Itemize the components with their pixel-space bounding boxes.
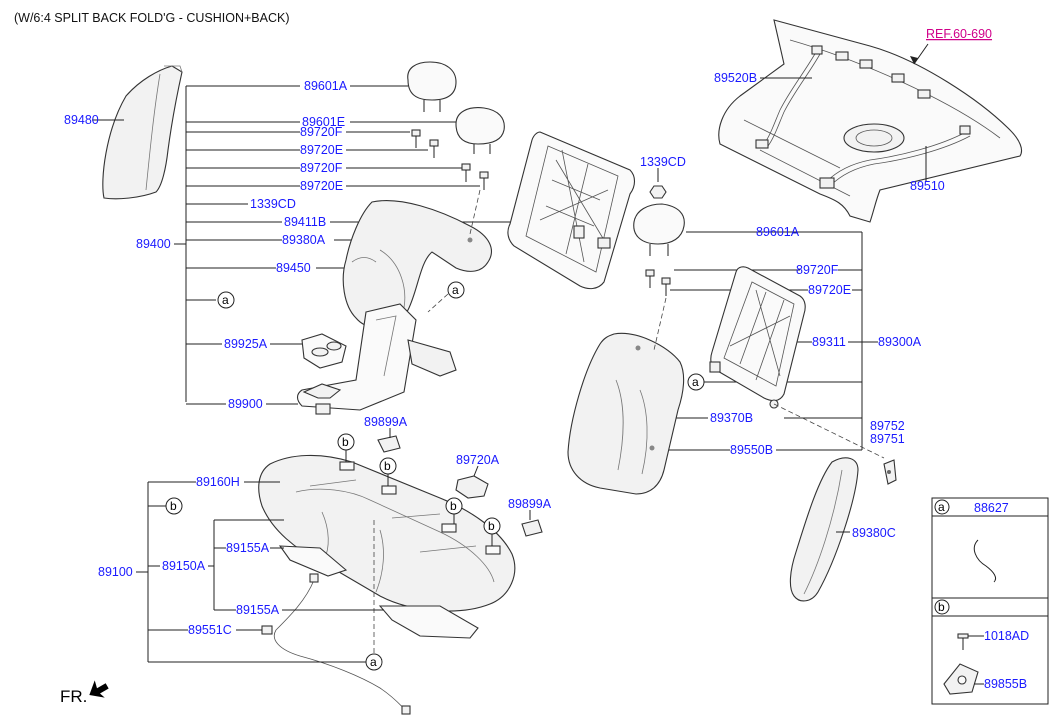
callout-89411b[interactable]: 89411B	[284, 215, 326, 229]
callout-89899a-2[interactable]: 89899A	[508, 497, 552, 511]
callout-89311[interactable]: 89311	[812, 335, 846, 349]
callout-89720f-1[interactable]: 89720F	[300, 125, 343, 139]
callout-89899a-1[interactable]: 89899A	[364, 415, 408, 429]
callout-89400[interactable]: 89400	[136, 237, 171, 251]
seatback-right-89370b	[567, 332, 685, 495]
cushion-pad-89155a-2	[378, 605, 479, 639]
callout-89155a-1[interactable]: 89155A	[226, 541, 270, 555]
callout-89720e-right[interactable]: 89720E	[808, 283, 851, 297]
callout-89752[interactable]: 89752	[870, 419, 905, 433]
callout-89720a[interactable]: 89720A	[456, 453, 500, 467]
callout-1339cd-left[interactable]: 1339CD	[250, 197, 296, 211]
guide-pins-left	[411, 129, 489, 190]
front-arrow-icon	[89, 680, 109, 698]
svg-text:b: b	[450, 499, 457, 513]
callout-89450[interactable]: 89450	[276, 261, 311, 275]
front-label: FR.	[60, 687, 87, 706]
svg-text:a: a	[692, 375, 699, 389]
ref-link[interactable]: REF.60-690	[910, 27, 992, 65]
wire-clip-88627	[973, 539, 997, 583]
seatback-frame-89311	[709, 266, 806, 409]
harness-89510	[819, 125, 971, 189]
callout-89601a-left[interactable]: 89601A	[304, 79, 348, 93]
callout-89601e[interactable]: 89601E	[302, 115, 345, 129]
armrest-89900	[296, 303, 457, 415]
svg-text:b: b	[170, 499, 177, 513]
callout-89720e-2[interactable]: 89720E	[300, 179, 343, 193]
callout-89751[interactable]: 89751	[870, 432, 905, 446]
callout-89510[interactable]: 89510	[910, 179, 945, 193]
callout-89925a[interactable]: 89925A	[224, 337, 268, 351]
callout-89900[interactable]: 89900	[228, 397, 263, 411]
svg-text:b: b	[384, 459, 391, 473]
callout-89100[interactable]: 89100	[98, 565, 133, 579]
callout-89720e-1[interactable]: 89720E	[300, 143, 343, 157]
legend-box: a 88627 b 1018AD 89855B	[931, 497, 1049, 705]
marker-a-left-seatback: a	[447, 281, 465, 299]
callout-89551c[interactable]: 89551C	[188, 623, 232, 637]
side-bolster-left	[102, 65, 183, 200]
marker-a-bottom: a	[365, 653, 383, 671]
cover-89855b	[943, 663, 979, 695]
bracket-89400	[174, 85, 300, 405]
harness-89520b	[755, 45, 823, 149]
side-bolster-89380c	[789, 457, 859, 602]
package-tray	[718, 19, 1023, 223]
nut-1339cd	[649, 185, 667, 199]
callout-89720f-right[interactable]: 89720F	[796, 263, 839, 277]
legend-89855b[interactable]: 89855B	[984, 677, 1027, 691]
legend-b-key: b	[938, 600, 945, 614]
cushion-89160h	[258, 454, 516, 612]
legend-1018ad[interactable]: 1018AD	[984, 629, 1029, 643]
marker-b-4: b	[483, 517, 501, 535]
front-direction-marker: FR.	[60, 680, 109, 706]
headrest-89601a-right	[633, 203, 685, 256]
svg-text:a: a	[222, 293, 229, 307]
seatback-frame-89411b	[507, 131, 636, 290]
marker-a-left: a	[217, 291, 235, 309]
bracket-89100	[136, 481, 384, 662]
callout-89370b[interactable]: 89370B	[710, 411, 753, 425]
harness-89551c	[261, 573, 411, 715]
headrest-89601a-left	[407, 61, 457, 112]
svg-text:b: b	[488, 519, 495, 533]
callout-89160h[interactable]: 89160H	[196, 475, 240, 489]
marker-b-2: b	[379, 457, 397, 475]
diagram-title: (W/6:4 SPLIT BACK FOLD'G - CUSHION+BACK)	[14, 11, 289, 25]
latch-89752	[883, 459, 897, 485]
callout-89480[interactable]: 89480	[64, 113, 99, 127]
seatback-left-89380a	[342, 200, 492, 329]
callout-89150a[interactable]: 89150A	[162, 559, 206, 573]
callout-89550b[interactable]: 89550B	[730, 443, 773, 457]
guide-pins-right	[645, 269, 671, 296]
clip-89899a-1	[377, 435, 401, 453]
svg-text:b: b	[342, 435, 349, 449]
cushion-pad-89155a-1	[278, 545, 348, 577]
reference-label[interactable]: REF.60-690	[926, 27, 992, 41]
cupholder-89925a	[301, 333, 347, 369]
marker-b-left: b	[165, 497, 183, 515]
callout-89720f-2[interactable]: 89720F	[300, 161, 343, 175]
callout-89155a-2[interactable]: 89155A	[236, 603, 280, 617]
headrest-89601e	[455, 107, 505, 154]
callout-89380c[interactable]: 89380C	[852, 526, 896, 540]
marker-b-3: b	[445, 497, 463, 515]
callout-89300a[interactable]: 89300A	[878, 335, 922, 349]
legend-a-key: a	[938, 500, 945, 514]
callout-89601a-right[interactable]: 89601A	[756, 225, 800, 239]
marker-b-1: b	[337, 433, 355, 451]
legend-88627[interactable]: 88627	[974, 501, 1009, 515]
callout-89520b[interactable]: 89520B	[714, 71, 757, 85]
clip-89899a-2	[521, 519, 543, 537]
marker-a-right: a	[687, 373, 705, 391]
bracket-89720a	[455, 475, 489, 499]
callout-89380a[interactable]: 89380A	[282, 233, 326, 247]
svg-text:a: a	[370, 655, 377, 669]
callout-1339cd-center[interactable]: 1339CD	[640, 155, 686, 169]
svg-text:a: a	[452, 283, 459, 297]
